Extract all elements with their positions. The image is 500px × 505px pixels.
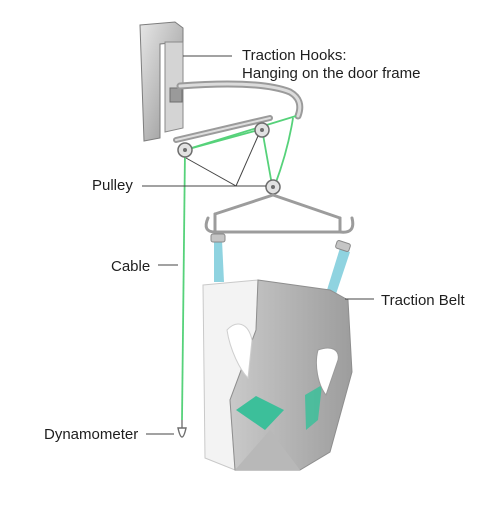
leader-lines xyxy=(142,55,374,435)
dynamometer-hook xyxy=(177,420,187,438)
pulley-left xyxy=(177,142,193,158)
cable-label: Cable xyxy=(111,258,151,275)
belt-straps xyxy=(210,233,351,294)
pulley-label: Pulley xyxy=(92,177,133,194)
leader-pulley-mid xyxy=(235,135,259,187)
dynamometer-label: Dynamometer xyxy=(44,426,139,443)
traction-hooks-title-label: Traction Hooks: xyxy=(242,47,347,64)
traction-cable xyxy=(181,115,297,421)
pulley-right xyxy=(254,122,270,138)
leader-pulley-left xyxy=(142,157,238,187)
support-arm xyxy=(173,80,304,143)
pulley-hanger xyxy=(265,179,281,195)
spreader-bar xyxy=(204,193,355,234)
traction-belt-label: Traction Belt xyxy=(381,292,465,309)
door-frame-hook xyxy=(139,21,184,142)
traction-belt xyxy=(202,279,353,471)
traction-hooks-subtitle-label: Hanging on the door frame xyxy=(242,65,421,82)
